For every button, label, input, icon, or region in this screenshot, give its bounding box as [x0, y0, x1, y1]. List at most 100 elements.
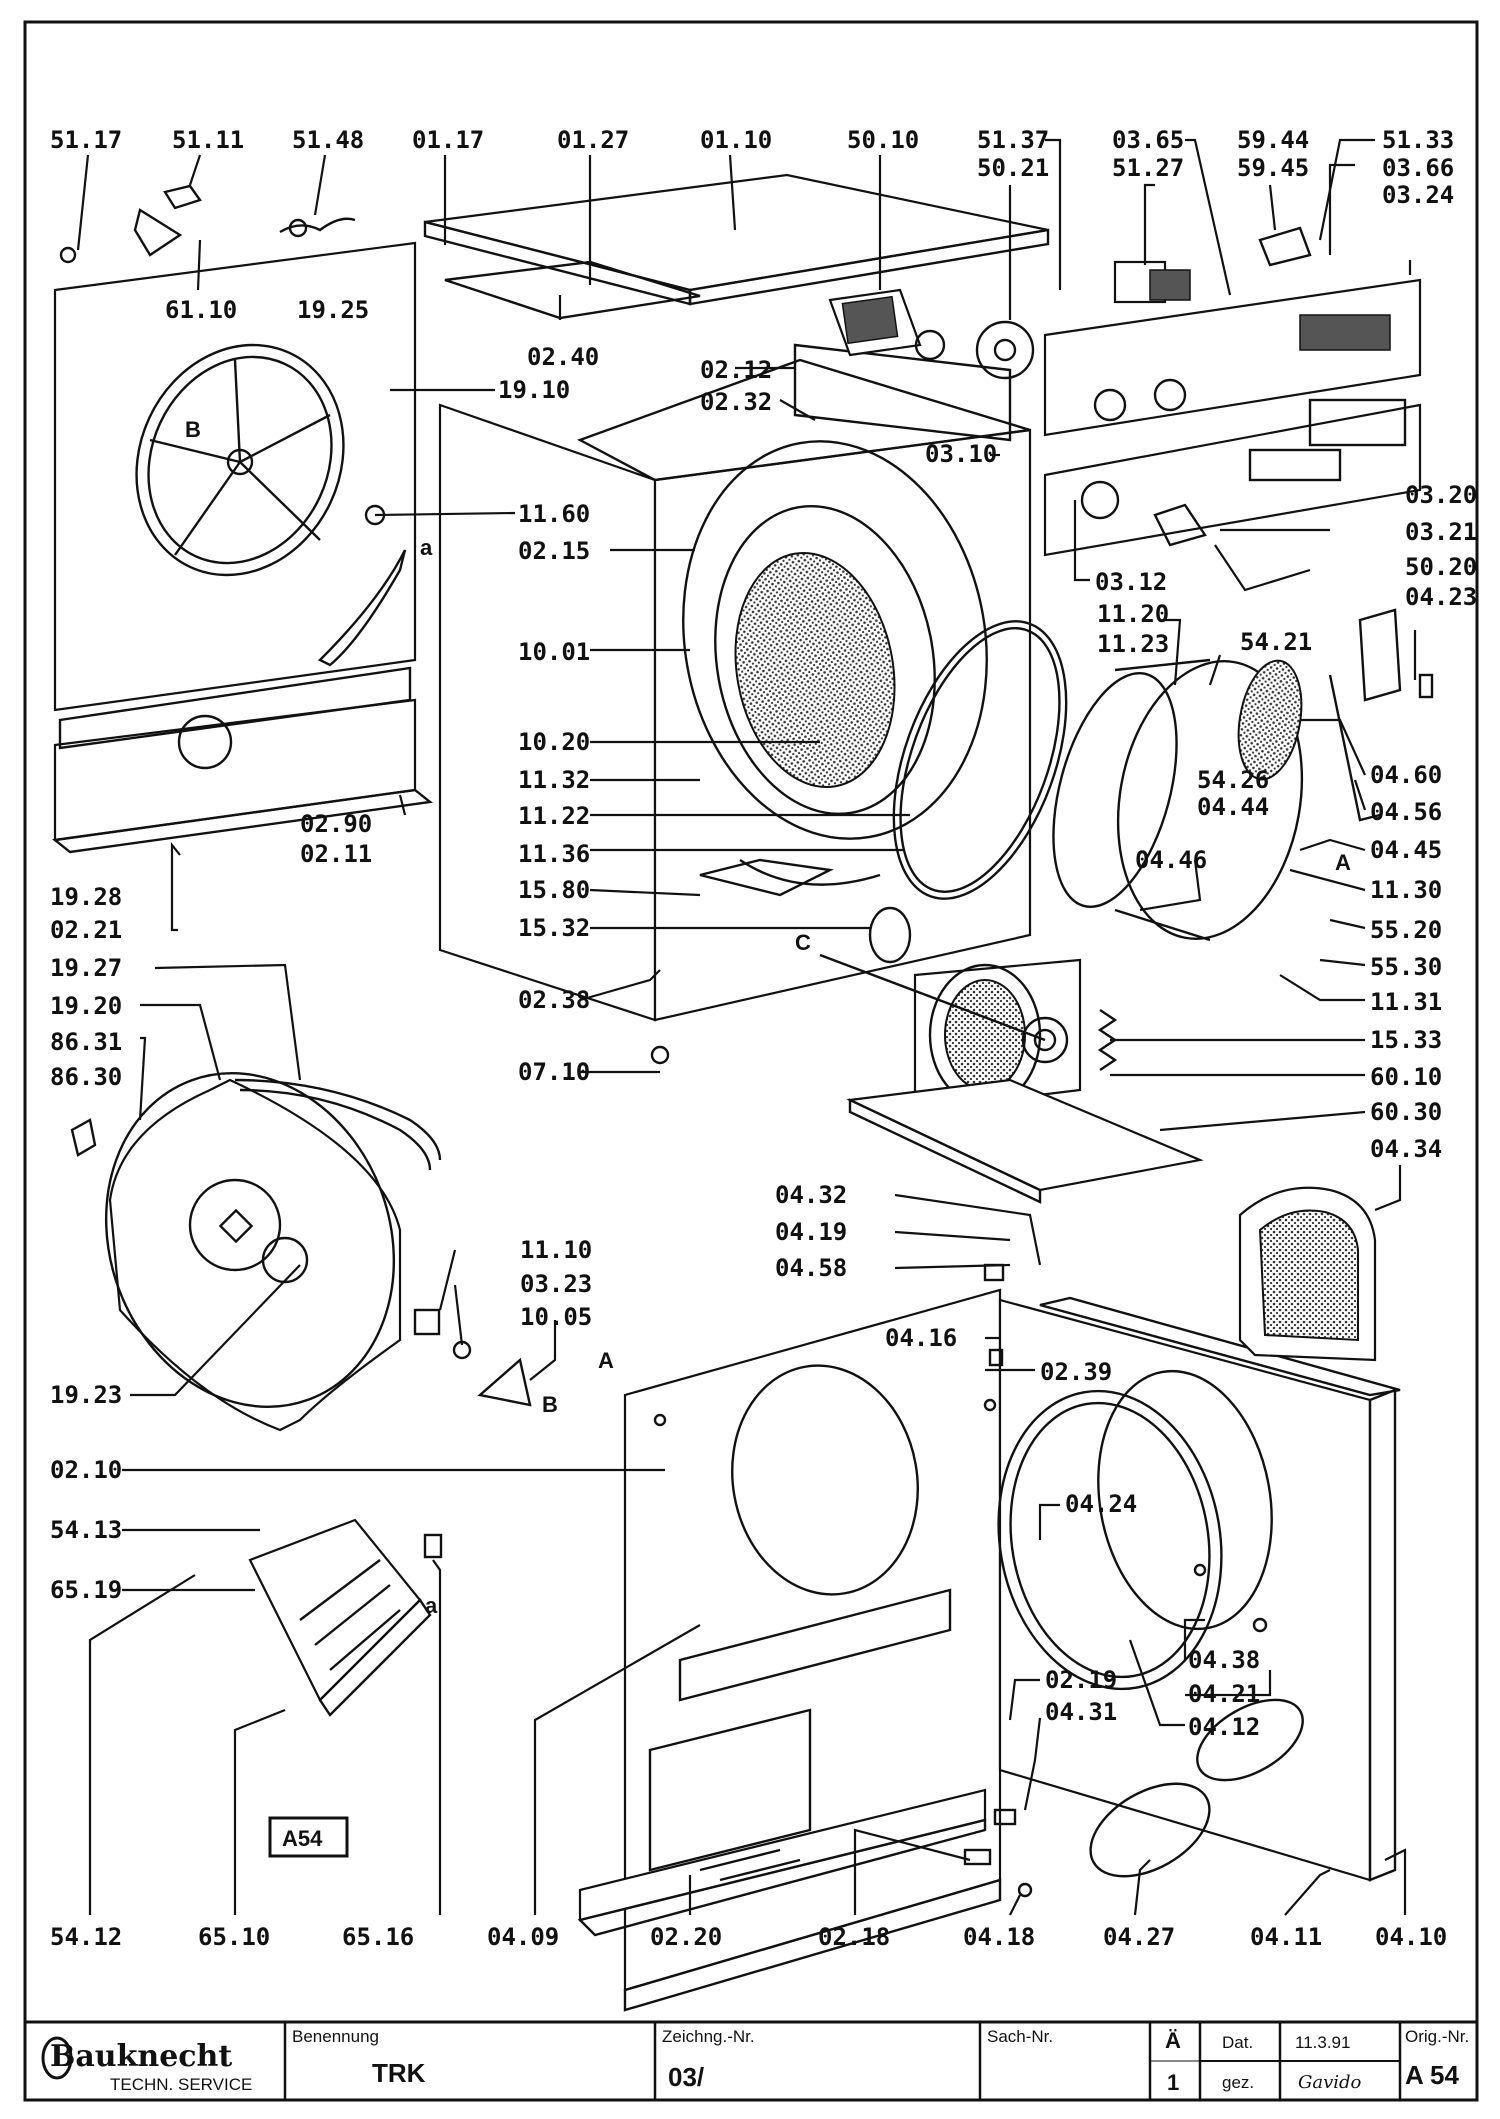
- ref-letter-a-upper: a: [420, 535, 433, 560]
- orig-value: A 54: [1405, 2060, 1459, 2090]
- label-04-56: 04.56: [1370, 798, 1442, 826]
- label-65-19: 65.19: [50, 1576, 122, 1604]
- label-51-37: 51.37: [977, 126, 1049, 154]
- label-04-19: 04.19: [775, 1218, 847, 1246]
- label-11-20: 11.20: [1097, 600, 1169, 628]
- heater-element: [248, 1518, 422, 1702]
- label-03-24: 03.24: [1382, 181, 1454, 209]
- label-04-11: 04.11: [1250, 1923, 1322, 1951]
- door-panel: [998, 1298, 1372, 1882]
- label-03-12: 03.12: [1095, 568, 1167, 596]
- label-51-11: 51.11: [172, 126, 244, 154]
- label-60-30: 60.30: [1370, 1098, 1442, 1126]
- label-59-45: 59.45: [1237, 154, 1309, 182]
- label-04-24: 04.24: [1065, 1490, 1137, 1518]
- label-04-45: 04.45: [1370, 836, 1442, 864]
- label-02-21: 02.21: [50, 916, 122, 944]
- label-03-10: 03.10: [925, 440, 997, 468]
- label-02-20: 02.20: [650, 1923, 722, 1951]
- label-10-05: 10.05: [520, 1303, 592, 1331]
- brand-logo: Bauknecht: [50, 2039, 232, 2074]
- label-02-11: 02.11: [300, 840, 372, 868]
- label-02-18: 02.18: [818, 1923, 890, 1951]
- zeichng-label: Zeichng.-Nr.: [662, 2027, 755, 2046]
- label-02-19: 02.19: [1045, 1666, 1117, 1694]
- title-block: Bauknecht TECHN. SERVICE Benennung TRK Z…: [23, 2020, 1479, 2102]
- label-07-10: 07.10: [518, 1058, 590, 1086]
- label-51-27: 51.27: [1112, 154, 1184, 182]
- label-19-23: 19.23: [50, 1381, 122, 1409]
- label-59-44: 59.44: [1237, 126, 1309, 154]
- label-11-36: 11.36: [518, 840, 590, 868]
- label-50-20: 50.20: [1405, 553, 1477, 581]
- label-04-27: 04.27: [1103, 1923, 1175, 1951]
- label-11-10: 11.10: [520, 1236, 592, 1264]
- label-04-12: 04.12: [1188, 1713, 1260, 1741]
- parts-artwork: [52, 173, 1434, 2012]
- logo-mark: [41, 2036, 73, 2080]
- label-19-27: 19.27: [50, 954, 122, 982]
- label-01-10: 01.10: [700, 126, 772, 154]
- label-50-10: 50.10: [847, 126, 919, 154]
- label-04-31: 04.31: [1045, 1698, 1117, 1726]
- label-11-60: 11.60: [518, 500, 590, 528]
- label-02-40: 02.40: [527, 343, 599, 371]
- label-86-31: 86.31: [50, 1028, 122, 1056]
- label-04-60: 04.60: [1370, 761, 1442, 789]
- label-03-23: 03.23: [520, 1270, 592, 1298]
- gez-signature: Gavido: [1298, 2072, 1362, 2093]
- label-15-33: 15.33: [1370, 1026, 1442, 1054]
- dat-label: Dat.: [1222, 2033, 1253, 2052]
- ref-letter-a-heater: a: [425, 1593, 438, 1618]
- label-15-32: 15.32: [518, 914, 590, 942]
- label-03-65: 03.65: [1112, 126, 1184, 154]
- rear-drum: [108, 1078, 402, 1432]
- label-04-44: 04.44: [1197, 793, 1269, 821]
- dat-value: 11.3.91: [1295, 2033, 1350, 2052]
- label-02-10: 02.10: [50, 1456, 122, 1484]
- label-02-32: 02.32: [700, 388, 772, 416]
- label-04-46: 04.46: [1135, 846, 1207, 874]
- label-04-32: 04.32: [775, 1181, 847, 1209]
- label-04-18: 04.18: [963, 1923, 1035, 1951]
- label-04-10: 04.10: [1375, 1923, 1447, 1951]
- label-50-21: 50.21: [977, 154, 1049, 182]
- sach-label: Sach-Nr.: [987, 2027, 1053, 2046]
- label-11-30: 11.30: [1370, 876, 1442, 904]
- leader-lines: [76, 138, 1417, 1916]
- label-60-10: 60.10: [1370, 1063, 1442, 1091]
- gez-label: gez.: [1222, 2073, 1254, 2092]
- back-panel: [53, 241, 417, 712]
- label-11-31: 11.31: [1370, 988, 1442, 1016]
- label-54-13: 54.13: [50, 1516, 122, 1544]
- ref-letter-b-upper: B: [185, 417, 201, 442]
- label-65-10: 65.10: [198, 1923, 270, 1951]
- label-15-80: 15.80: [518, 876, 590, 904]
- label-55-20: 55.20: [1370, 916, 1442, 944]
- label-11-22: 11.22: [518, 802, 590, 830]
- sheet-code: A54: [282, 1826, 323, 1851]
- control-panel: [1043, 278, 1422, 437]
- label-19-28: 19.28: [50, 883, 122, 911]
- label-51-33: 51.33: [1382, 126, 1454, 154]
- ref-letter-a-panel: A: [598, 1348, 614, 1373]
- label-02-12: 02.12: [700, 356, 772, 384]
- label-04-58: 04.58: [775, 1254, 847, 1282]
- brand-subtitle: TECHN. SERVICE: [110, 2075, 252, 2094]
- label-11-23: 11.23: [1097, 630, 1169, 658]
- label-51-48: 51.48: [292, 126, 364, 154]
- label-51-17: 51.17: [50, 126, 122, 154]
- label-19-25: 19.25: [297, 296, 369, 324]
- label-03-21: 03.21: [1405, 518, 1477, 546]
- label-55-30: 55.30: [1370, 953, 1442, 981]
- label-11-32: 11.32: [518, 766, 590, 794]
- ae-label: Ä: [1165, 2028, 1181, 2053]
- ref-letter-b-lower: B: [542, 1392, 558, 1417]
- label-54-21: 54.21: [1240, 628, 1312, 656]
- label-54-26: 54.26: [1197, 766, 1269, 794]
- benennung-value: TRK: [372, 2058, 426, 2088]
- label-86-30: 86.30: [50, 1063, 122, 1091]
- label-01-27: 01.27: [557, 126, 629, 154]
- label-02-15: 02.15: [518, 537, 590, 565]
- label-19-20: 19.20: [50, 992, 122, 1020]
